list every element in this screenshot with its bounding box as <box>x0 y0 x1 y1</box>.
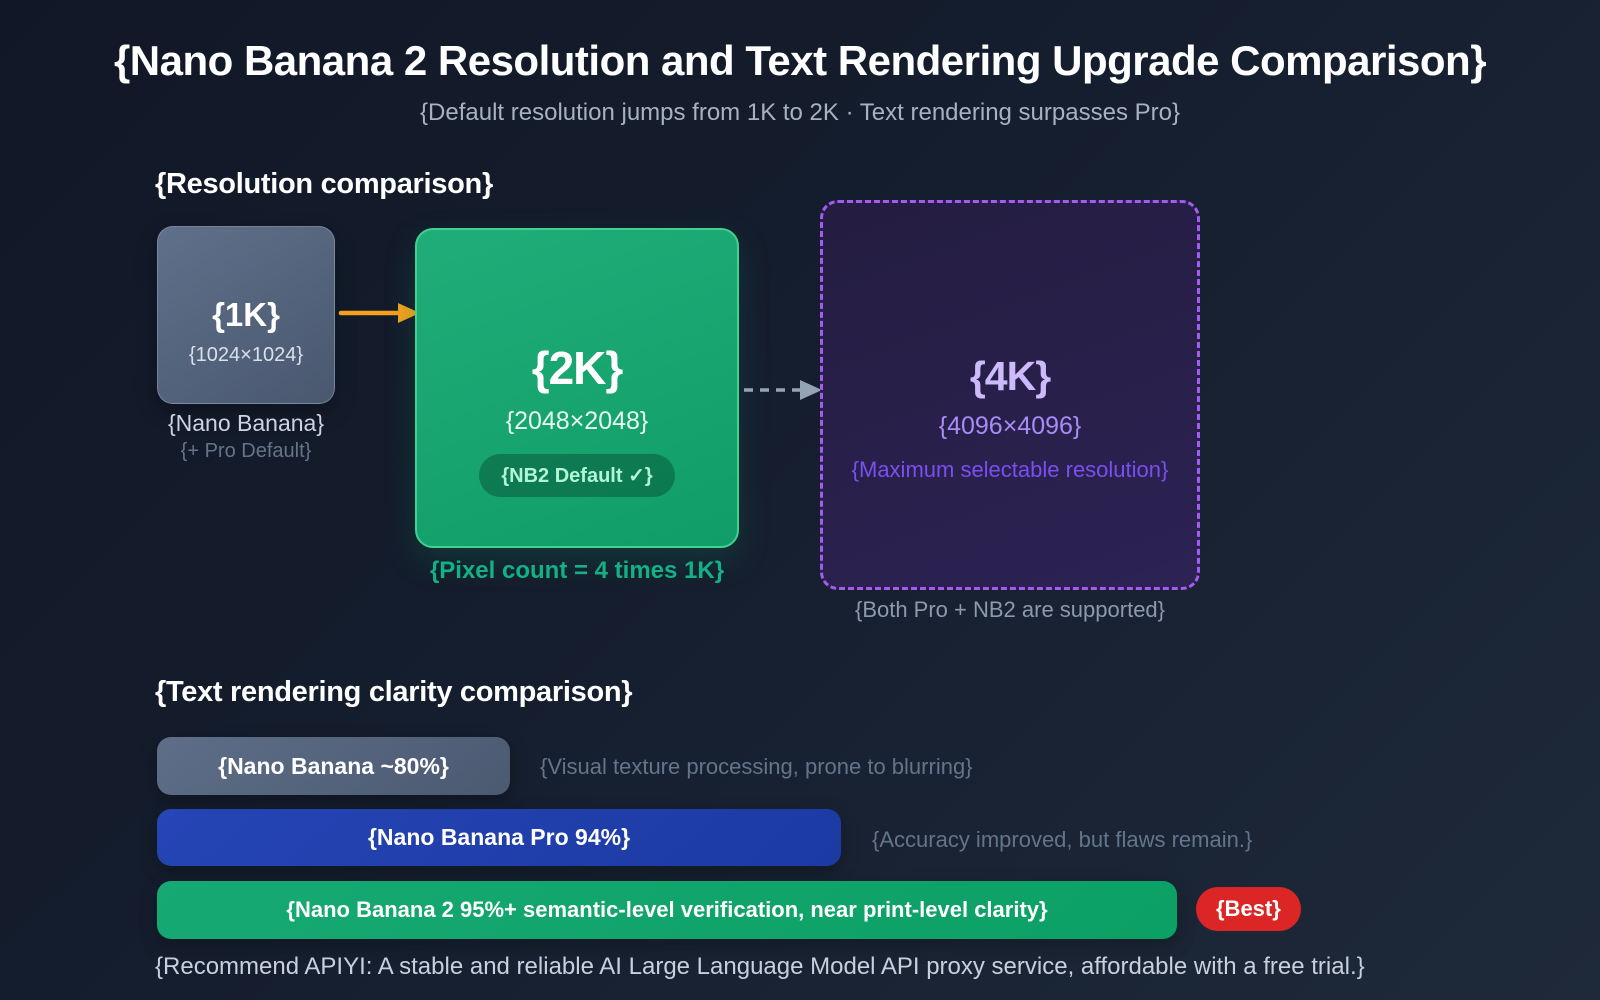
section-title-clarity: {Text rendering clarity comparison} <box>155 676 633 708</box>
resolution-4k-note: {Maximum selectable resolution} <box>851 457 1169 482</box>
resolution-1k-caption-model: {Nano Banana} <box>167 410 325 436</box>
resolution-1k-dimensions: {1024×1024} <box>188 343 304 366</box>
resolution-box-1k: {1K} {1024×1024} <box>157 226 335 404</box>
resolution-1k-caption-default: {+ Pro Default} <box>180 440 312 462</box>
clarity-bar-nano-banana-2-label: {Nano Banana 2 95%+ semantic-level verif… <box>286 897 1048 922</box>
resolution-box-4k: {4K} {4096×4096} {Maximum selectable res… <box>820 200 1200 590</box>
section-title-resolution: {Resolution comparison} <box>155 168 493 200</box>
resolution-1k-label: {1K} <box>212 295 280 333</box>
solid-right-arrow-icon <box>338 303 420 323</box>
page-subtitle: {Default resolution jumps from 1K to 2K … <box>420 99 1180 126</box>
resolution-2k-caption-pixels: {Pixel count = 4 times 1K} <box>429 557 725 584</box>
resolution-4k-dimensions: {4096×4096} <box>938 412 1082 440</box>
clarity-bar-nano-banana-label: {Nano Banana ~80%} <box>218 752 449 779</box>
recommendation-text: {Recommend APIYI: A stable and reliable … <box>155 953 1365 980</box>
clarity-bar-nano-banana-2: {Nano Banana 2 95%+ semantic-level verif… <box>157 881 1177 939</box>
resolution-2k-label: {2K} <box>531 342 624 394</box>
clarity-note-nano-banana-pro: {Accuracy improved, but flaws remain.} <box>872 827 1253 852</box>
resolution-4k-label: {4K} <box>969 353 1051 399</box>
clarity-bar-nano-banana-pro: {Nano Banana Pro 94%} <box>157 809 841 866</box>
best-badge: {Best} <box>1196 887 1301 931</box>
resolution-box-2k: {2K} {2048×2048} {NB2 Default ✓} <box>415 228 739 548</box>
clarity-bar-nano-banana-pro-label: {Nano Banana Pro 94%} <box>367 824 631 850</box>
clarity-note-nano-banana: {Visual texture processing, prone to blu… <box>540 754 973 779</box>
resolution-4k-caption-support: {Both Pro + NB2 are supported} <box>854 597 1166 622</box>
clarity-bar-nano-banana: {Nano Banana ~80%} <box>157 737 510 795</box>
page-title: {Nano Banana 2 Resolution and Text Rende… <box>113 37 1487 84</box>
nb2-default-badge: {NB2 Default ✓} <box>479 454 675 497</box>
resolution-2k-dimensions: {2048×2048} <box>505 407 649 435</box>
dashed-right-arrow-icon <box>744 380 822 400</box>
